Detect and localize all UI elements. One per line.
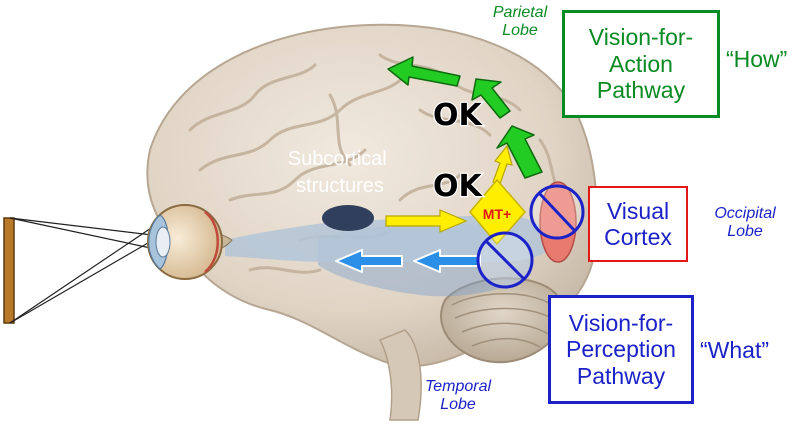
temporal-lobe-label: Temporal Lobe xyxy=(424,378,492,413)
cerebellum-folds xyxy=(451,293,556,348)
lgn-to-mt-arrow xyxy=(385,209,468,233)
mt-dorsal-arrow xyxy=(492,144,513,185)
ventral-stream-arrows xyxy=(335,249,481,273)
ok-mark-upper: OK xyxy=(433,98,484,133)
lesion-no-symbol-icon xyxy=(529,184,585,240)
occipital-lobe-label: Occipital Lobe xyxy=(714,205,776,240)
mt-plus-label: MT+ xyxy=(483,206,511,222)
ventral-arrow-left xyxy=(335,249,403,273)
vision-for-action-box: Vision-for- Action Pathway xyxy=(562,10,720,118)
brainstem xyxy=(378,329,422,421)
dorsal-arrow-upper xyxy=(387,56,461,87)
optic-radiation xyxy=(225,214,548,262)
visual-angle-lines xyxy=(9,217,161,324)
how-label: “How” xyxy=(726,46,788,72)
vision-for-perception-box: Vision-for- Perception Pathway xyxy=(548,295,694,404)
ventral-arrow-right xyxy=(413,249,481,273)
dorsal-arrow-middle xyxy=(471,78,511,119)
visual-cortex-box: Visual Cortex xyxy=(588,186,688,262)
subcortical-label: Subcortical structures xyxy=(288,148,393,197)
dorsal-arrow-lower xyxy=(496,125,543,179)
parietal-lobe-label: Parietal Lobe xyxy=(492,4,548,39)
thalamus-lgn xyxy=(322,205,374,231)
mt-plus-area xyxy=(469,178,526,246)
what-label: “What” xyxy=(700,337,769,363)
viewed-object xyxy=(3,217,15,324)
eye-icon xyxy=(147,204,233,280)
dorsal-stream-arrows xyxy=(387,56,543,179)
ok-mark-lower: OK xyxy=(433,169,484,204)
lesion-no-symbol-icon xyxy=(476,231,534,289)
